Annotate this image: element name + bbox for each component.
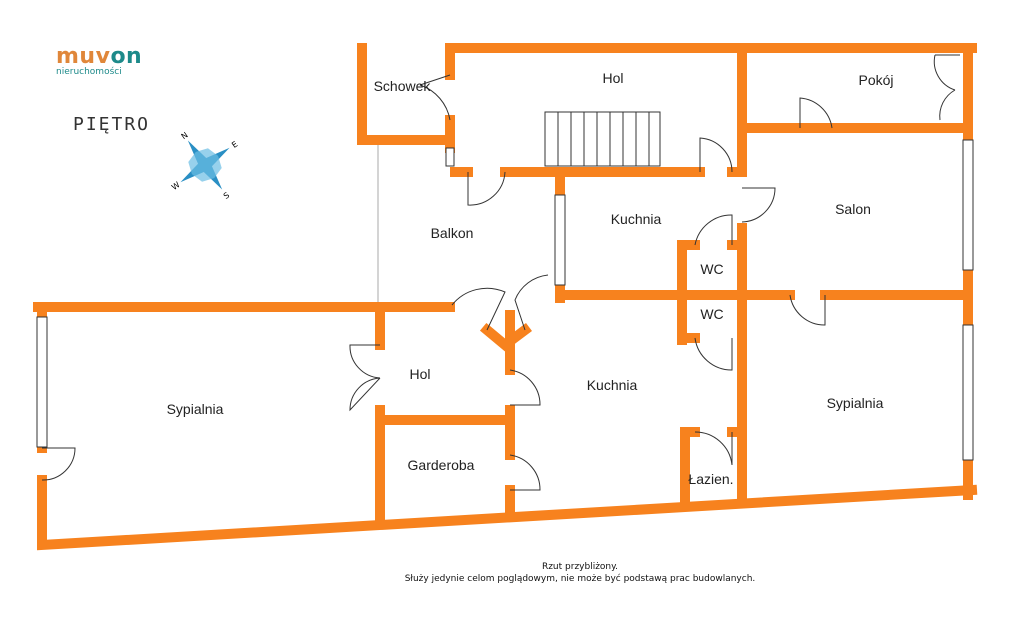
room-label-balkon: Balkon — [431, 225, 474, 241]
room-label-kuchnia-2: Kuchnia — [587, 377, 638, 393]
room-label-wc-2: WC — [700, 306, 723, 322]
room-label-salon: Salon — [835, 201, 871, 217]
floor-title: PIĘTRO — [73, 114, 151, 135]
stairs — [544, 111, 661, 167]
room-label-pokoj: Pokój — [858, 72, 893, 88]
room-label-kuchnia: Kuchnia — [611, 211, 662, 227]
svg-text:S: S — [222, 191, 231, 201]
logo-text-accent: on — [110, 44, 143, 69]
disclaimer: Rzut przybliżony. Służy jedynie celom po… — [0, 561, 1024, 585]
room-label-schowek: Schowek — [374, 78, 432, 94]
windows — [36, 139, 974, 461]
room-label-sypialnia: Sypialnia — [167, 401, 224, 417]
disclaimer-line-2: Służy jedynie celom poglądowym, nie może… — [404, 574, 756, 584]
logo-tagline: nieruchomości — [56, 67, 122, 77]
room-label-garderoba: Garderoba — [408, 457, 475, 473]
svg-text:E: E — [230, 140, 239, 150]
svg-text:N: N — [180, 131, 190, 142]
room-label-hol-2: Hol — [409, 366, 430, 382]
svg-text:W: W — [170, 180, 182, 192]
logo: muvon nieruchomości — [56, 44, 142, 77]
logo-text: muv — [56, 44, 111, 69]
room-label-wc: WC — [700, 261, 723, 277]
doors — [41, 54, 960, 491]
walls — [33, 43, 978, 551]
disclaimer-line-1: Rzut przybliżony. — [541, 562, 619, 572]
compass-icon: N S E W — [170, 131, 239, 201]
room-label-lazienka: Łazien. — [688, 471, 733, 487]
room-label-sypialnia-2: Sypialnia — [827, 395, 884, 411]
room-label-hol: Hol — [602, 70, 623, 86]
room-labels: Schowek Hol Pokój Kuchnia Salon Balkon W… — [167, 70, 894, 487]
